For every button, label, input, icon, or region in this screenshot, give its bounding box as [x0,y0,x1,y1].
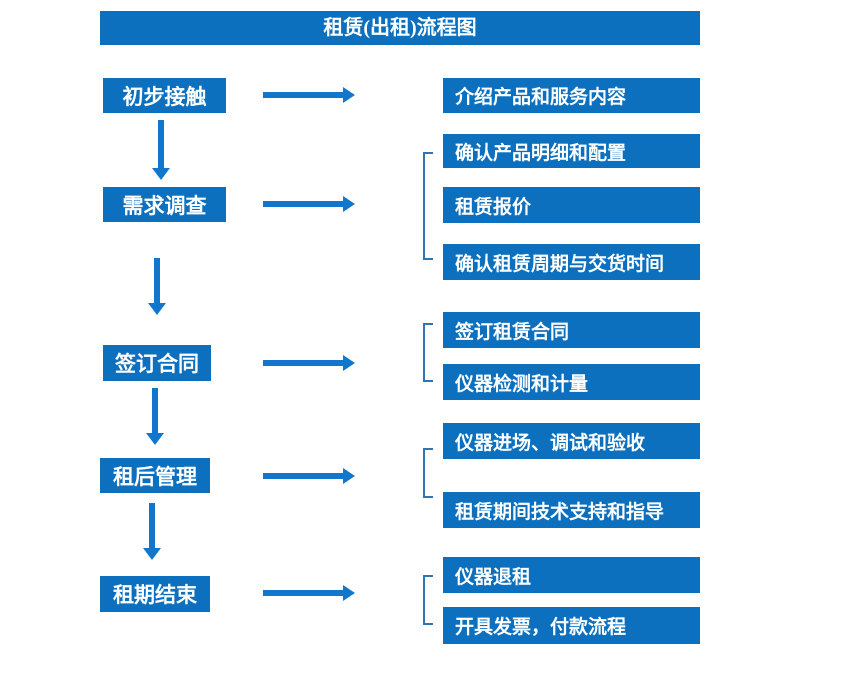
arrow-shaft [149,503,155,549]
detail-box-invoice-payment: 开具发票，付款流程 [443,607,700,644]
detail-box-instrument-setup-acceptance: 仪器进场、调试和验收 [443,423,700,459]
detail-box-tech-support: 租赁期间技术支持和指导 [443,492,700,528]
step-box-rental-end: 租期结束 [100,576,210,612]
group-bracket [423,323,433,382]
arrow-head [152,168,170,180]
arrow-shaft [263,201,344,207]
arrow-shaft [263,590,344,596]
step-box-initial-contact: 初步接触 [103,78,226,113]
right-arrow-icon [263,585,355,601]
arrow-head [343,585,355,601]
down-arrow-icon [146,388,164,445]
group-bracket [423,575,433,625]
detail-box-sign-rental-contract: 签订租赁合同 [443,312,700,348]
arrow-head [143,548,161,560]
arrow-shaft [263,360,344,366]
right-arrow-icon [263,87,355,103]
arrow-head [148,303,166,315]
arrow-head [343,87,355,103]
arrow-shaft [263,473,344,479]
arrow-head [343,196,355,212]
detail-box-confirm-product-config: 确认产品明细和配置 [443,134,700,168]
group-bracket [423,448,433,498]
flowchart-title: 租赁(出租)流程图 [100,11,700,45]
detail-box-confirm-period-delivery: 确认租赁周期与交货时间 [443,244,700,280]
arrow-head [343,355,355,371]
down-arrow-icon [152,120,170,180]
step-box-demand-survey: 需求调查 [103,187,226,222]
right-arrow-icon [263,468,355,484]
arrow-shaft [152,388,158,434]
group-bracket [423,152,433,260]
detail-box-instrument-return: 仪器退租 [443,557,700,593]
arrow-shaft [263,92,344,98]
arrow-head [146,433,164,445]
down-arrow-icon [148,258,166,315]
detail-box-rental-quote: 租赁报价 [443,187,700,223]
step-box-sign-contract: 签订合同 [103,345,211,381]
arrow-shaft [154,258,160,304]
detail-box-introduce-products: 介绍产品和服务内容 [443,78,700,113]
detail-box-instrument-testing: 仪器检测和计量 [443,364,700,400]
step-box-post-rental-management: 租后管理 [100,458,210,493]
right-arrow-icon [263,196,355,212]
down-arrow-icon [143,503,161,560]
arrow-head [343,468,355,484]
right-arrow-icon [263,355,355,371]
arrow-shaft [158,120,164,169]
